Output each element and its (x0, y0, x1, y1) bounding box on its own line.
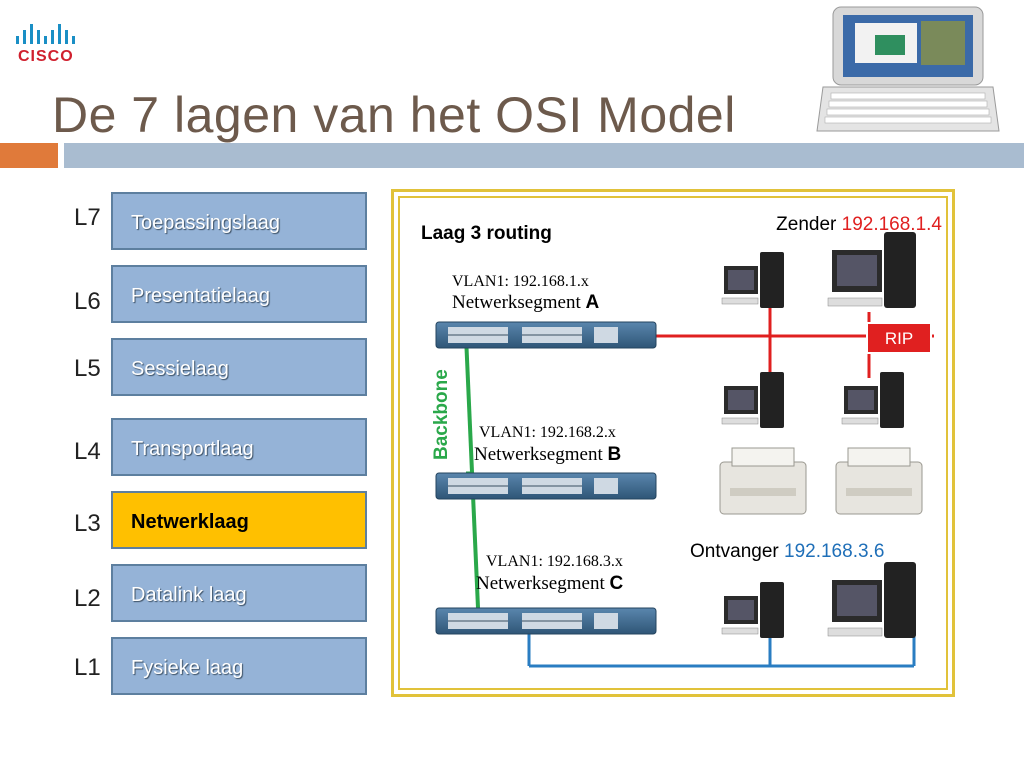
segment-a-name: Netwerksegment (452, 292, 581, 313)
slide-title: De 7 lagen van het OSI Model (52, 87, 736, 143)
receiver-text: Ontvanger 192.168.3.6 (690, 541, 884, 562)
backbone-link (464, 335, 480, 609)
layer-box-4: Transportlaag (111, 418, 367, 476)
segment-c-name: Netwerksegment (476, 573, 605, 594)
network-diagram-canvas: RIP Laag 3 routing Zender 192.168.1.4 On… (421, 214, 942, 668)
layer-code-2: L2 (74, 585, 101, 612)
segment-c-vlan: VLAN1: 192.168.3.x (486, 553, 623, 570)
segment-c-name-text: Netwerksegment C (476, 573, 623, 594)
layer-label: Fysieke laag (131, 657, 244, 679)
layer-code-6: L6 (74, 288, 101, 315)
layer-box-3: Netwerklaag (111, 491, 367, 549)
layer-label: Netwerklaag (131, 511, 249, 533)
segment-a-letter: A (585, 292, 599, 313)
segment-c-links (527, 632, 916, 668)
segment-b-name: Netwerksegment (474, 444, 603, 465)
cisco-logo: CISCO (12, 18, 96, 68)
layer-code-5: L5 (74, 355, 101, 382)
layer-label: Sessielaag (131, 358, 229, 380)
switch-c (435, 607, 657, 635)
accent-bar-blue (64, 143, 1024, 168)
printer-1 (719, 447, 807, 515)
layer-box-7: Toepassingslaag (111, 192, 367, 250)
receiver-label: Ontvanger (690, 541, 779, 562)
layer-box-6: Presentatielaag (111, 265, 367, 323)
layer-box-1: Fysieke laag (111, 637, 367, 695)
layer-label: Presentatielaag (131, 285, 270, 307)
receiver-computer (827, 562, 916, 638)
rip-label: RIP (885, 329, 913, 348)
layer-code-4: L4 (74, 438, 101, 465)
segment-a-name-text: Netwerksegment A (452, 292, 599, 313)
layer-box-5: Sessielaag (111, 338, 367, 396)
cisco-bars-icon (16, 24, 75, 44)
layer-label: Datalink laag (131, 584, 247, 606)
segment-b-vlan: VLAN1: 192.168.2.x (479, 424, 616, 441)
segment-c-letter: C (609, 573, 623, 594)
backbone-label: Backbone (431, 369, 452, 460)
printer-2 (835, 447, 923, 515)
computer-b1 (721, 372, 784, 428)
layer-label: Toepassingslaag (131, 212, 280, 234)
sender-ip: 192.168.1.4 (842, 214, 943, 235)
layer-code-3: L3 (74, 510, 101, 537)
rip-box (866, 322, 932, 354)
segment-b-name-text: Netwerksegment B (474, 444, 621, 465)
sender-label: Zender (776, 214, 837, 235)
receiver-ip: 192.168.3.6 (784, 541, 884, 562)
laptop-image (815, 5, 1000, 138)
computer-a1 (721, 252, 784, 308)
layer-code-1: L1 (74, 654, 101, 681)
diagram-frame (398, 196, 948, 690)
computer-c1 (721, 582, 784, 638)
logo-text: CISCO (18, 48, 74, 65)
segment-a-vlan: VLAN1: 192.168.1.x (452, 273, 589, 290)
sender-computer (827, 232, 916, 308)
computer-b2 (841, 372, 904, 428)
layer-box-2: Datalink laag (111, 564, 367, 622)
accent-bar-orange (0, 143, 58, 168)
network-diagram: RIP Laag 3 routing Zender 192.168.1.4 On… (391, 189, 955, 697)
diagram-heading: Laag 3 routing (421, 223, 552, 244)
segment-b-letter: B (607, 444, 621, 465)
layer-code-7: L7 (74, 204, 101, 231)
switch-b (435, 472, 657, 500)
sender-text: Zender 192.168.1.4 (776, 214, 942, 235)
layer-label: Transportlaag (131, 438, 254, 460)
switch-a (435, 321, 657, 349)
